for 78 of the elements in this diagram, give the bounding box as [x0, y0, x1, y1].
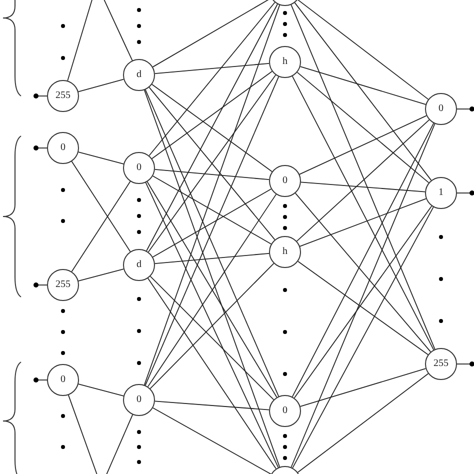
- connection-line: [154, 252, 270, 264]
- connection-line: [300, 368, 426, 407]
- connection-line: [34, 146, 48, 150]
- connection-line: [292, 122, 434, 398]
- connection-line: [294, 206, 432, 398]
- neuron-circle: [269, 395, 301, 427]
- connection-line: [78, 78, 124, 92]
- neuron-circle: [269, 46, 301, 78]
- connection-line: [34, 282, 48, 288]
- connection-line: [300, 198, 426, 247]
- neuron-label: 0: [60, 143, 66, 153]
- connection-line: [71, 180, 131, 272]
- neuron-circle: [123, 59, 155, 91]
- neuron-circle: [47, 80, 79, 112]
- connection-line: [154, 168, 270, 180]
- connection-line: [147, 278, 277, 470]
- connection-line: [34, 94, 48, 98]
- neuron-circle: [269, 165, 301, 197]
- connection-line: [152, 188, 272, 258]
- connection-line: [290, 123, 436, 468]
- neuron-label: 0: [60, 375, 66, 385]
- connection-line: [71, 160, 131, 252]
- connection-line: [300, 66, 426, 105]
- connection-line: [154, 400, 270, 410]
- neuron-label: h: [282, 57, 288, 67]
- neuron-circle: [425, 93, 457, 125]
- neuron-label: 255: [56, 280, 70, 290]
- connection-line: [34, 378, 48, 382]
- connection-line: [294, 192, 432, 352]
- connection-line: [456, 362, 474, 366]
- connection-line: [292, 206, 434, 468]
- connection-line: [290, 4, 436, 350]
- connection-line: [154, 62, 270, 74]
- neuron-circle: [425, 348, 457, 380]
- connection-line: [152, 407, 272, 474]
- connection-line: [292, 76, 434, 350]
- connection-line: [456, 106, 474, 112]
- connection-line: [78, 268, 124, 282]
- connection-line: [150, 276, 274, 400]
- neuron-label: 255: [56, 91, 70, 101]
- neuron-label: d: [136, 260, 142, 270]
- connection-line: [145, 182, 279, 468]
- neuron-label: 0: [282, 406, 288, 416]
- connection-line: [456, 190, 474, 196]
- neuron-label: 0: [136, 163, 142, 173]
- neuron-circle: [123, 384, 155, 416]
- connection-line: [78, 384, 124, 396]
- connection-line: [296, 72, 430, 184]
- neuron-label: h: [282, 247, 288, 257]
- neuron-circle: [425, 177, 457, 209]
- connection-line: [144, 4, 280, 386]
- connection-line: [296, 119, 430, 242]
- connection-line: [78, 152, 124, 164]
- connection-line: [297, 0, 429, 100]
- connection-line: [152, 176, 272, 244]
- connection-line: [152, 84, 272, 172]
- neuron-label: 0: [438, 104, 444, 114]
- connection-line: [294, 2, 432, 181]
- neuron-label: 0: [136, 395, 142, 405]
- neuron-circle: [47, 132, 79, 164]
- neuron-circle: [47, 269, 79, 301]
- neuron-circle: [47, 364, 79, 396]
- neuron-circle: [123, 249, 155, 281]
- connection-line: [297, 373, 429, 473]
- neuron-label: 0: [282, 176, 288, 186]
- neuron-circle: [269, 236, 301, 268]
- neuron-circle: [123, 152, 155, 184]
- connection-line: [150, 262, 274, 390]
- connection-line: [144, 90, 280, 468]
- neuron-label: 255: [434, 359, 448, 369]
- connection-line: [298, 260, 428, 356]
- connection-line: [300, 182, 426, 192]
- neuron-label: 1: [438, 188, 444, 198]
- neuron-label: d: [136, 70, 142, 80]
- connection-line: [299, 115, 427, 175]
- connection-line: [148, 2, 276, 156]
- connection-line: [146, 4, 278, 252]
- connection-line: [152, 70, 272, 160]
